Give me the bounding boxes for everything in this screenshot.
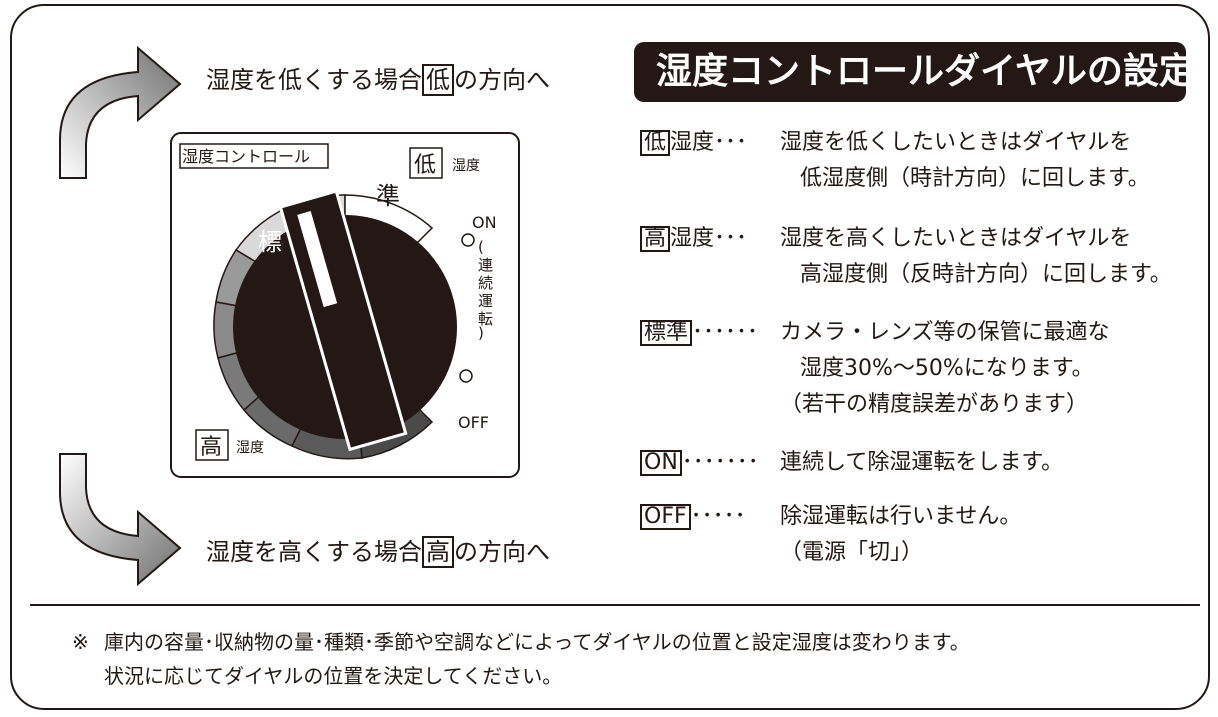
dial-std-right: 準: [376, 182, 400, 210]
section-title-bar: [634, 42, 1186, 102]
humidity-dial-panel: 湿度コントロール 低 湿度 高 湿度 標 準 ON ( 連 続 運 転 ) OF…: [170, 132, 520, 478]
arrow-bottom-caption: 湿度を高くする場合高の方向へ: [206, 536, 550, 568]
arrow-top-caption: 湿度を低くする場合低の方向へ: [206, 64, 550, 96]
arrow-top-text: 湿度を低くする場合: [206, 66, 422, 94]
dial-off-label: OFF: [458, 413, 489, 432]
setting-off-dots: ･････: [690, 504, 746, 529]
setting-high-suffix: 湿度: [670, 226, 715, 251]
setting-on-key: ON: [640, 450, 682, 476]
low-box: 低: [422, 64, 454, 96]
setting-std-line3: （若干の精度誤差があります）: [780, 392, 1089, 417]
dial-high-boxed: 高: [200, 435, 222, 460]
note-mark: ※: [72, 630, 89, 654]
dial-std-left: 標: [258, 228, 282, 256]
setting-low-line2: 低湿度側（時計方向）に回します。: [800, 166, 1150, 191]
note-line2: 状況に応じてダイヤルの位置を決定してください。: [104, 664, 563, 688]
setting-low-dots: ･･･: [714, 130, 748, 155]
dial-high-suffix: 湿度: [236, 440, 264, 456]
dial-pointer: [278, 189, 408, 452]
dial-cont-5: ): [478, 324, 484, 342]
dial-cont-4: 転: [478, 310, 493, 328]
arrow-bottom-suffix: の方向へ: [454, 538, 550, 566]
dial-cont-0: (: [478, 238, 484, 256]
setting-low-suffix: 湿度: [670, 130, 715, 155]
on-marker-icon: [461, 233, 475, 247]
setting-std: 標準･･････: [640, 320, 758, 346]
setting-high-line2: 高湿度側（反時計方向）に回します。: [800, 262, 1172, 287]
setting-off: OFF･････: [640, 504, 746, 530]
setting-off-line1: 除湿運転は行いません。: [780, 504, 1022, 529]
off-marker-icon: [459, 369, 473, 383]
setting-low-line1: 湿度を低くしたいときはダイヤルを: [780, 130, 1132, 155]
setting-std-dots: ･･････: [692, 320, 759, 345]
panel-frame: [10, 4, 1210, 710]
dial-on-label: ON: [472, 213, 497, 232]
setting-high-key: 高: [640, 226, 671, 252]
setting-off-key: OFF: [640, 504, 691, 530]
setting-on: ON･･･････: [640, 450, 759, 476]
dial-low-boxed: 低: [414, 153, 436, 178]
divider: [30, 604, 1200, 606]
setting-high: 高湿度･･･: [640, 226, 747, 252]
setting-std-line1: カメラ・レンズ等の保管に最適な: [780, 320, 1110, 345]
dial-cont-1: 連: [478, 256, 493, 274]
setting-low-key: 低: [640, 130, 671, 156]
setting-high-line1: 湿度を高くしたいときはダイヤルを: [780, 226, 1132, 251]
setting-high-dots: ･･･: [714, 226, 748, 251]
dial-low-suffix: 湿度: [452, 158, 480, 174]
setting-std-key: 標準: [640, 320, 693, 346]
dial-cont-3: 運: [478, 292, 493, 310]
dial-cont-2: 続: [478, 274, 493, 292]
arrow-bottom-text: 湿度を高くする場合: [206, 538, 422, 566]
setting-std-line2: 湿度30%～50%になります。: [800, 356, 1094, 381]
setting-low: 低湿度･･･: [640, 130, 747, 156]
dial-label: 湿度コントロール: [182, 147, 310, 166]
high-box: 高: [422, 536, 454, 568]
curved-arrow-up-icon: [59, 45, 182, 179]
setting-on-line1: 連続して除湿運転をします。: [780, 450, 1064, 475]
note-line1: 庫内の容量･収納物の量･種類･季節や空調などによってダイヤルの位置と設定湿度は変…: [104, 630, 970, 654]
curved-arrow-down-icon: [59, 453, 182, 587]
setting-on-dots: ･･･････: [681, 450, 759, 475]
section-title: 湿度コントロールダイヤルの設定: [656, 51, 1195, 92]
setting-off-line2: （電源「切」）: [780, 540, 924, 565]
arrow-top-suffix: の方向へ: [454, 66, 550, 94]
